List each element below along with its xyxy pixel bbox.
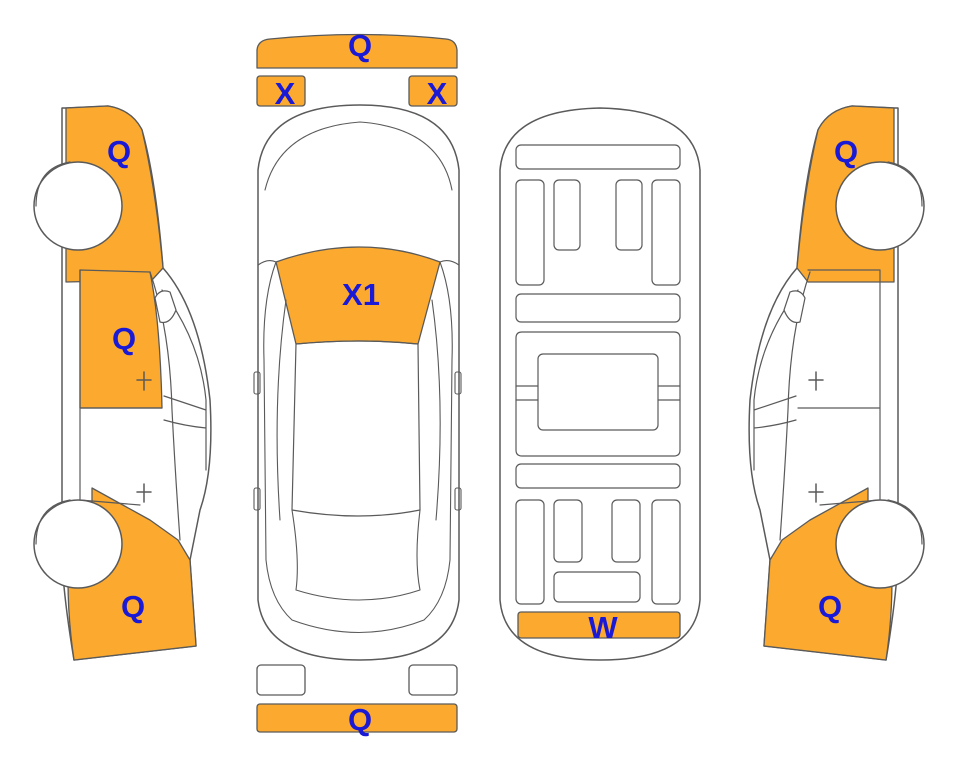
left-rear-wheel <box>33 499 123 589</box>
label-underbody-rear: W <box>588 610 618 645</box>
label-hood-edge-right: X <box>427 76 448 111</box>
right-front-wheel <box>835 161 925 251</box>
left-door-lines <box>79 269 207 541</box>
hood-edge-left-damage[interactable] <box>256 75 306 107</box>
right-door-lines <box>753 269 881 541</box>
right-side-view: Q Q <box>748 105 925 661</box>
rear-corner-left[interactable] <box>256 664 306 696</box>
right-rear-wheel <box>835 499 925 589</box>
top-view: Q X X X1 Q <box>253 28 462 737</box>
top-body-outline <box>257 104 460 661</box>
label-right-front: Q <box>834 134 858 169</box>
left-side-view: Q Q Q <box>33 105 212 661</box>
rear-bumper-damage[interactable] <box>256 703 458 733</box>
label-right-rear: Q <box>818 589 842 624</box>
rear-corner-right[interactable] <box>408 664 458 696</box>
label-hood-edge-left: X <box>275 76 296 111</box>
left-front-wheel <box>33 161 123 251</box>
left-door-handle <box>136 371 152 503</box>
label-windshield: X1 <box>342 277 380 312</box>
label-left-rear: Q <box>121 589 145 624</box>
label-front-bumper: Q <box>348 28 372 63</box>
underbody-view: W <box>499 107 701 661</box>
label-rear-bumper: Q <box>348 702 372 737</box>
right-door-handle <box>808 371 824 503</box>
hood-edge-right-damage[interactable] <box>408 75 458 107</box>
label-left-door: Q <box>112 321 136 356</box>
underbody-rear-damage[interactable] <box>517 611 681 639</box>
left-mirror <box>154 290 177 324</box>
front-bumper-damage[interactable] <box>256 33 458 69</box>
right-mirror <box>783 290 806 324</box>
label-left-front: Q <box>107 134 131 169</box>
